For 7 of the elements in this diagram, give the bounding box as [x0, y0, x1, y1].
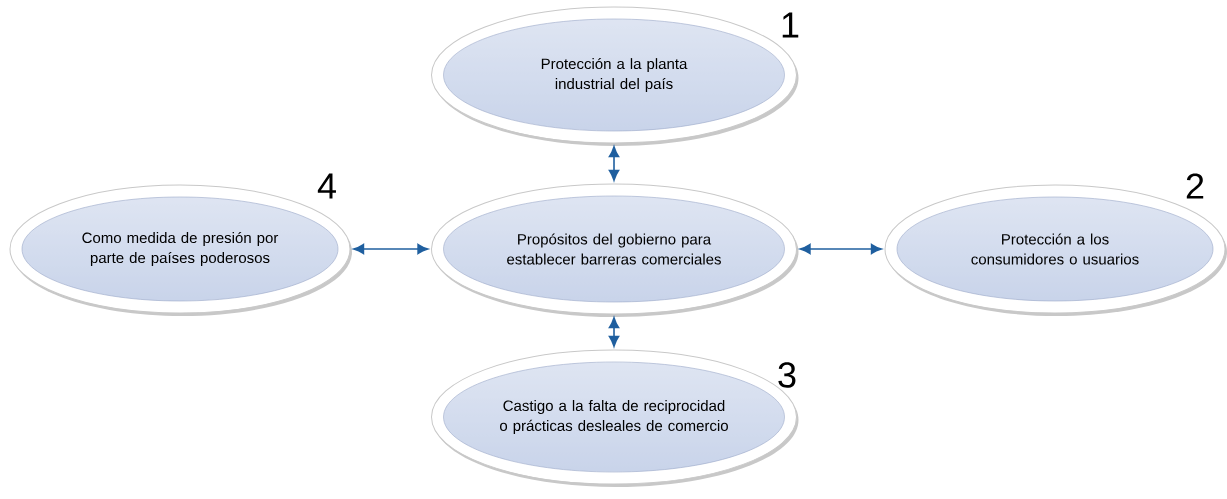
double-arrow [608, 317, 620, 347]
double-arrow [353, 243, 429, 255]
callout-number: 3 [778, 362, 796, 388]
double-arrow [608, 146, 620, 181]
double-arrow [799, 243, 882, 255]
ellipse-node: Propósitos del gobierno para establecer barreras comerciales [431, 183, 799, 317]
callout-number: 1 [782, 12, 799, 38]
